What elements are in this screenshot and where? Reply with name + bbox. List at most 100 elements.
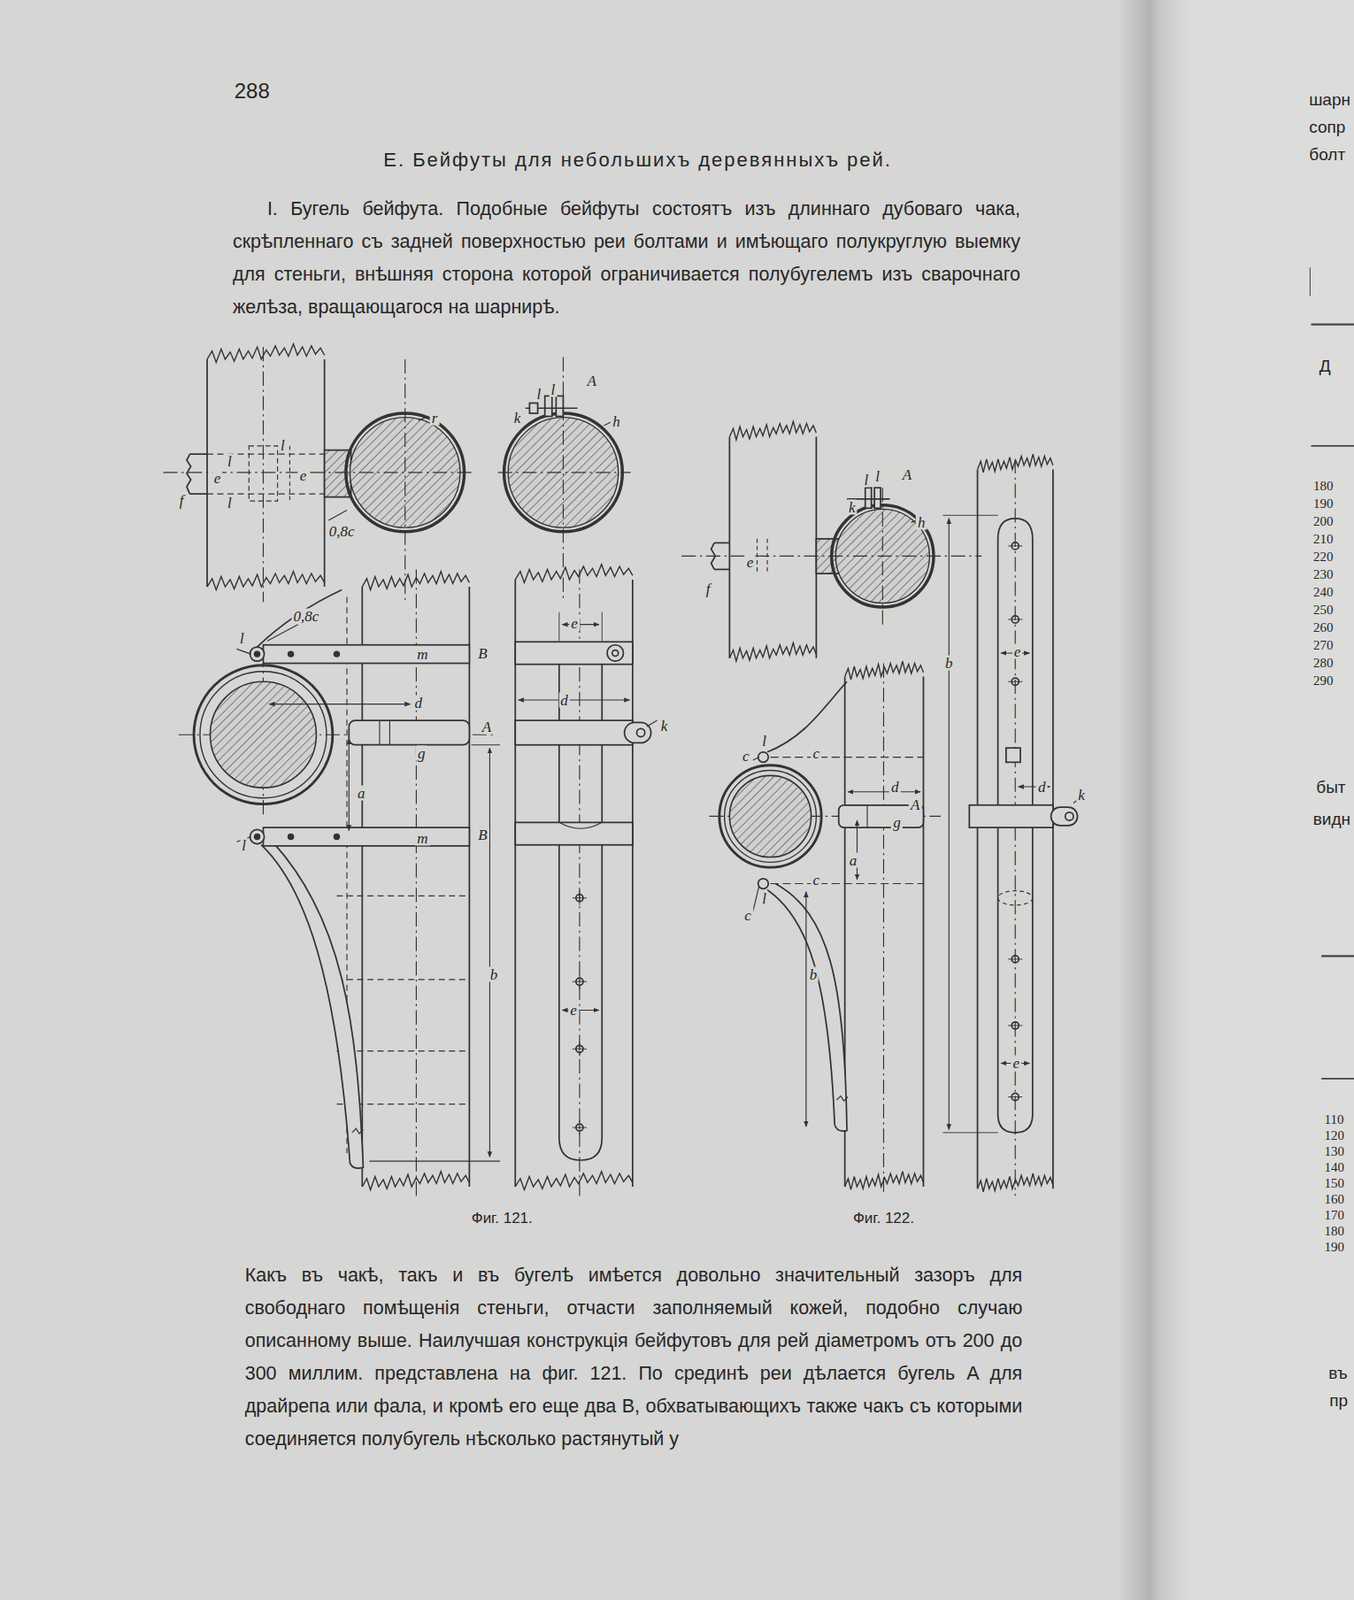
fig121-plan-view-part: [289, 446, 291, 501]
fig121-plan-view-part: [189, 492, 208, 495]
fig121-front-view-part: [558, 612, 560, 641]
page-fragment: 220: [1313, 550, 1334, 564]
dimension-letter: A: [585, 373, 599, 389]
dimension-letter: k: [659, 717, 670, 733]
fig121-side-view-part: [249, 829, 264, 844]
dimension-letter: l: [278, 437, 287, 453]
fig121-plan-view-part: [418, 415, 430, 421]
fig121-side-view-part: [254, 834, 261, 840]
dimension-letter: l: [238, 630, 247, 646]
fig121-side-view-part: [336, 978, 470, 980]
dimension-letter: e: [298, 468, 309, 484]
fig121-front-view-part: [601, 612, 603, 641]
fig122-side-view-part: [836, 1095, 848, 1101]
fig121-side-view-part: [261, 842, 363, 1169]
dimension-letter: A: [900, 467, 914, 483]
dimension-letter: d: [1036, 778, 1048, 794]
fig121-side-view: [178, 569, 501, 1196]
fig121-side-view-part: [336, 1050, 470, 1052]
dimension-letter: l: [239, 837, 248, 853]
dimension-letter: l: [760, 890, 769, 906]
fig122-plan-view-part: [874, 487, 881, 508]
page-fragment: 110: [1324, 1112, 1345, 1126]
fig122-front-view-part: [948, 518, 950, 1131]
dimension-letter: e: [1012, 643, 1024, 659]
page-fragment: 180: [1313, 478, 1334, 493]
fig121-side-view-part: [336, 895, 470, 897]
fig122-side-view-part: [769, 883, 924, 885]
fig121-side-view-part: [471, 744, 501, 746]
page-fragment: видн: [1313, 809, 1351, 827]
fig121-plan-view-part: [207, 453, 325, 455]
section-heading: Е. Бейфуты для небольшихъ деревянныхъ ре…: [383, 148, 893, 172]
fig121-side-view-part: [254, 651, 261, 657]
dimension-letter: B: [476, 645, 489, 661]
fig122-plan-view-part: [714, 569, 730, 571]
fig121-end-view-part: [545, 395, 553, 416]
page-number: 288: [234, 80, 270, 102]
dimension-letter: 0,8c: [291, 608, 321, 624]
fig122-side-view-part: [753, 885, 760, 912]
paragraph: Какъ въ чакѣ, такъ и въ бугелѣ имѣется д…: [245, 1259, 1024, 1456]
dimension-letter: e: [212, 469, 224, 485]
dimension-letter: e: [745, 554, 756, 570]
dimension-letter: b: [488, 967, 501, 983]
fig121-plan-view-part: [328, 510, 347, 522]
page-fragment: 290: [1313, 674, 1334, 688]
dimension-letter: m: [415, 646, 430, 662]
dimension-letter: A: [480, 718, 493, 734]
fig121-plan-view-part: [207, 493, 325, 495]
paper-part: [1309, 267, 1311, 296]
dimension-letter: f: [177, 492, 186, 508]
fig121-front-view-part: [631, 579, 634, 1187]
fig122-side-view-part: [758, 878, 770, 890]
page-fragment: шарн: [1308, 90, 1351, 108]
fig122-side-view-part: [883, 663, 885, 1197]
page-fragment: 160: [1324, 1192, 1346, 1206]
fig121-side-view-part: [469, 586, 471, 1187]
dimension-letter: h: [610, 414, 623, 430]
fig122-front-view-part: [998, 891, 1033, 906]
fig122-side-view-part: [769, 756, 924, 758]
dimension-letter: d: [412, 695, 424, 711]
fig122-front-view-part: [942, 515, 998, 516]
dimension-letter: c: [740, 748, 752, 764]
fig122-side-view-part: [856, 820, 858, 880]
fig121-front-view-part: [612, 650, 619, 657]
fig121-side-view-part: [200, 671, 327, 799]
fig122-front-view-part: [1065, 812, 1074, 821]
page-fragment: 170: [1324, 1207, 1346, 1222]
dimension-letter: l: [225, 495, 234, 511]
fig122-side-view-part: [767, 884, 847, 1131]
dimension-letter: d: [558, 692, 570, 708]
fig121-plan-view: [162, 344, 471, 603]
fig122-front-view-part: [1051, 807, 1078, 826]
dimension-letter: e: [568, 1002, 579, 1018]
fig121-side-view-part: [334, 834, 340, 840]
dimension-letter: d: [889, 778, 901, 794]
page-fragment: 270: [1313, 638, 1334, 653]
fig121-end-view-part: [529, 402, 538, 414]
figure-caption: Фиг. 122.: [853, 1209, 915, 1225]
dimension-letter: h: [915, 515, 928, 531]
fig121-side-view-part: [236, 648, 251, 654]
fig122-plan-view-part: [865, 487, 872, 508]
fig121-side-view-part: [378, 720, 380, 746]
dimension-letter: k: [846, 500, 858, 516]
fig122-front-view-part: [969, 805, 1054, 828]
fig122-plan-view-part: [729, 437, 731, 659]
fig122-front-view-part: [1006, 747, 1021, 762]
fig121-plan-view-part: [206, 359, 208, 587]
dimension-letter: g: [891, 815, 903, 831]
fig122-plan-view-part: [714, 542, 730, 545]
fig122-plan-view-part: [882, 487, 884, 624]
fig121-side-view-part: [361, 571, 470, 591]
dimension-letter: k: [512, 409, 524, 425]
fig121-side-view-part: [348, 738, 350, 831]
fig122-side-view-part: [758, 752, 770, 763]
fig121-plan-view-part: [207, 344, 325, 363]
fig121-side-view-part: [389, 720, 391, 746]
page-fragment: 190: [1324, 1239, 1346, 1254]
dimension-letter: r: [430, 409, 440, 425]
